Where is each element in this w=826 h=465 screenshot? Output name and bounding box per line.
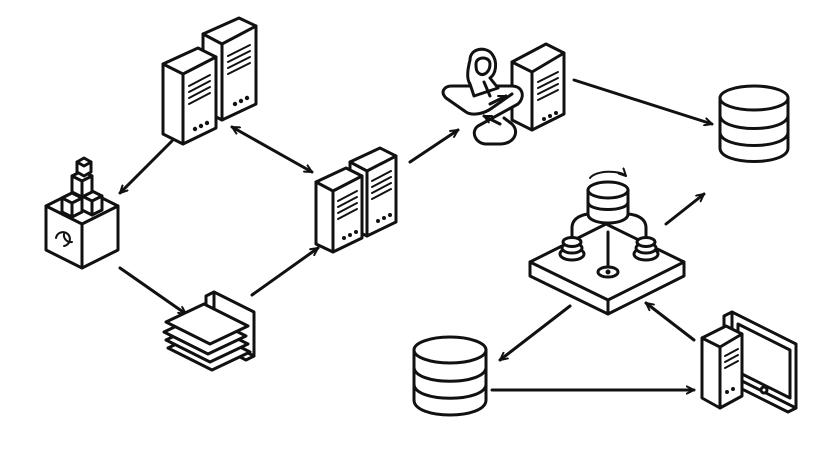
arrow-user-workstation-to-top-database [572,78,714,124]
arrow-package-box-to-laptop [118,266,188,316]
arrow-platform-to-top-database [664,192,706,226]
processing-platform-icon [528,172,686,316]
database-icon [412,335,488,417]
arrow-top-servers-to-package-box [118,139,174,195]
laptop-stack-icon [162,290,256,372]
arrow-platform-to-bottom-database [498,304,572,362]
server-pair-icon [314,146,398,254]
user-server-pipeline-icon [441,42,566,146]
package-box-icon [44,156,120,270]
database-icon [718,84,790,163]
server-tablet-icon [700,310,798,414]
server-pair-icon [161,16,258,146]
arrow-server-tablet-to-platform [644,301,696,342]
arrow-top-servers-center-servers-bidirectional [230,125,314,174]
connection-arrows [118,78,714,390]
arrow-center-servers-to-user-workstation [408,128,460,164]
arrow-laptop-to-center-servers [250,246,320,297]
